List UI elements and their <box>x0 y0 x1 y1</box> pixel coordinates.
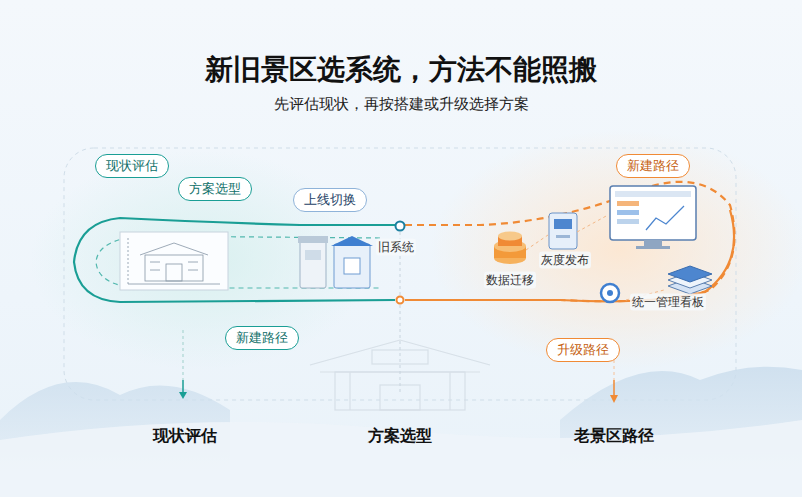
pill-text: 方案选型 <box>189 180 241 198</box>
icon-label: 数据迁移 <box>484 272 536 289</box>
icon-label: 统一管理看板 <box>630 294 706 311</box>
icon-label: 旧系统 <box>376 239 416 256</box>
caption: 先评估现状，再按搭建或升级选择方案 <box>274 95 529 114</box>
stage-label: 方案选型 <box>368 426 432 447</box>
label-pill: 新建路径 <box>225 326 299 350</box>
icon-label: 灰度发布 <box>539 252 591 269</box>
label-pill: 现状评估 <box>95 154 169 178</box>
pill-text: 升级路径 <box>557 341 609 359</box>
label-pill: 上线切换 <box>293 188 367 212</box>
pill-text: 新建路径 <box>627 157 679 175</box>
pill-text: 现状评估 <box>106 157 158 175</box>
title: 新旧景区选系统，方法不能照搬 <box>205 51 597 89</box>
label-pill: 新建路径 <box>616 154 690 178</box>
stage-label: 现状评估 <box>153 426 217 447</box>
pill-text: 新建路径 <box>236 329 288 347</box>
pill-text: 上线切换 <box>304 191 356 209</box>
label-pill: 方案选型 <box>178 177 252 201</box>
stage-label: 老景区路径 <box>574 426 654 447</box>
label-pill: 升级路径 <box>546 338 620 362</box>
